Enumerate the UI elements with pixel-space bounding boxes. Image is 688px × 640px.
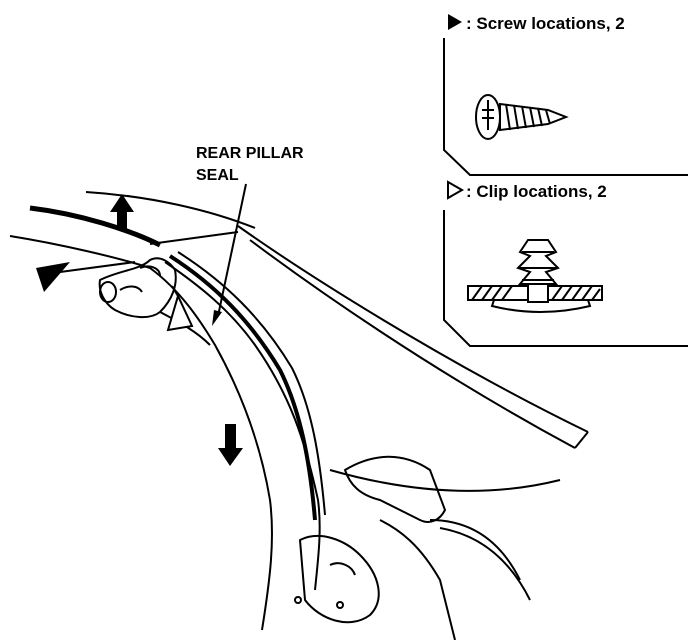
down-arrow-icon <box>218 424 243 466</box>
clip-location-marker <box>166 293 194 332</box>
callout-leader-line <box>217 183 247 317</box>
callout-line-1: REAR PILLAR <box>196 145 304 162</box>
screw-legend-label: : Screw locations, 2 <box>466 14 625 33</box>
legend-frame-bottom <box>443 210 688 347</box>
callout-arrowhead-icon <box>212 310 222 326</box>
screw-marker-icon <box>448 14 462 30</box>
screw-location-marker <box>36 262 70 292</box>
screw-legend: : Screw locations, 2 <box>448 14 625 33</box>
clip-legend-label: : Clip locations, 2 <box>466 182 607 201</box>
clip-marker-icon <box>447 180 465 200</box>
vehicle-body <box>9 191 589 640</box>
clip-leader-line <box>171 285 179 297</box>
screw-icon <box>475 94 569 140</box>
screw-leader-line <box>59 261 136 273</box>
clip-legend: : Clip locations, 2 <box>447 180 607 201</box>
rear-pillar-seal-callout: REAR PILLAR SEAL <box>196 145 304 326</box>
legend-panel <box>443 38 688 347</box>
callout-line-2: SEAL <box>196 167 239 184</box>
clip-icon <box>467 239 603 313</box>
legend-frame-top <box>443 38 688 176</box>
up-arrow-icon <box>110 194 134 230</box>
